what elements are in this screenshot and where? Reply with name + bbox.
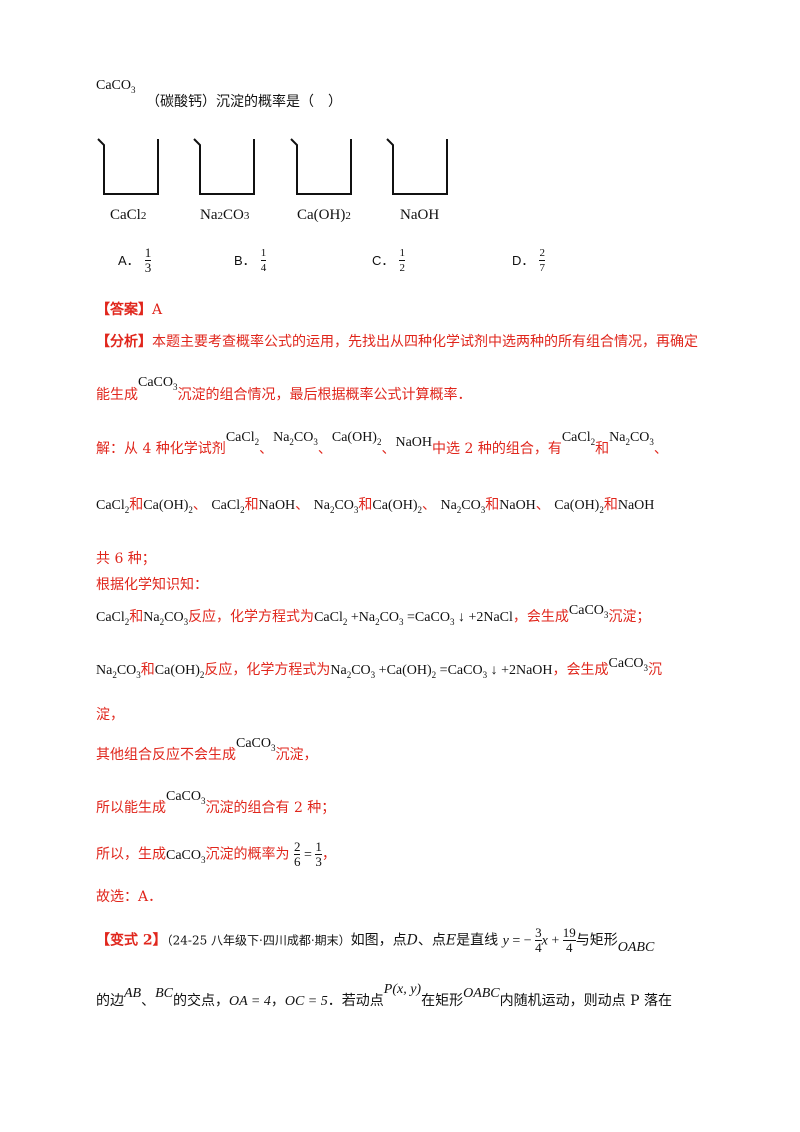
solution-so: 所以能生成CaCO3沉淀的组合有 2 种； [96,789,336,816]
beaker-label-na2co3: Na2CO3 [200,207,250,223]
reaction-2-cont: 淀， [96,707,124,723]
question-text: （碳酸钙）沉淀的概率是（ ） [146,94,342,110]
solution-combos: CaCl2和Ca(OH)2、 CaCl2和NaOH、 Na2CO3和Ca(OH)… [96,497,655,515]
beaker-label-cacl2: CaCl2 [110,207,147,223]
answer-line: 【答案】A [96,302,163,318]
question-formula: CaCO3 [96,78,136,95]
reaction-1: CaCl2和Na2CO3反应，化学方程式为CaCl2 +Na2CO3 =CaCO… [96,603,651,627]
beaker-icon [193,138,255,195]
variant-line-2: 的边AB、BC的交点，OA = 4，OC = 5．若动点P(x, y)在矩形OA… [96,982,672,1009]
reaction-2: Na2CO3和Ca(OH)2反应，化学方程式为Na2CO3 +Ca(OH)2 =… [96,656,663,680]
solution-total: 共 6 种； [96,551,156,567]
solution-choose: 故选：A． [96,889,163,905]
solution-line-1: 解：从 4 种化学试剂CaCl2、Na2CO3、Ca(OH)2、NaOH中选 2… [96,430,668,457]
variant-line-1: 【变式 2】（24-25 八年级下·四川成都·期末）如图，点D、点E是直线 y … [96,925,655,955]
analysis-line-2: 能生成CaCO3沉淀的组合情况，最后根据概率公式计算概率． [96,375,472,403]
beaker-icon [290,138,352,195]
beaker-icon [386,138,448,195]
analysis-line-1: 【分析】本题主要考查概率公式的运用，先找出从四种化学试剂中选两种的所有组合情况，… [96,334,698,350]
beaker-icon [97,138,159,195]
beaker-label-caoh2: Ca(OH)2 [297,207,351,223]
beaker-label-naoh: NaOH [400,207,440,223]
solution-other: 其他组合反应不会生成CaCO3沉淀， [96,736,318,763]
solution-knowledge: 根据化学知识知： [96,577,208,593]
